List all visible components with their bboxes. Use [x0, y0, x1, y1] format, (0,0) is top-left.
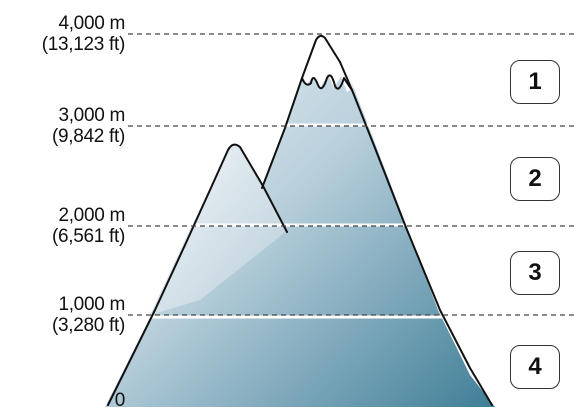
altitude-meters: 1,000 m [58, 294, 125, 315]
zone-3-badge: 3 [510, 251, 560, 295]
zone-2-badge: 2 [510, 157, 560, 201]
altitude-label-3000: 3,000 m (9,842 ft) [52, 105, 125, 147]
altitude-meters: 0 [114, 390, 126, 411]
altitude-feet: (13,123 ft) [41, 34, 126, 55]
zone-1-badge: 1 [510, 60, 560, 104]
altitude-label-0: 0 [114, 390, 126, 411]
altitude-meters: 3,000 m [58, 105, 125, 126]
altitude-label-1000: 1,000 m (3,280 ft) [52, 294, 125, 336]
zone-4-badge: 4 [510, 345, 560, 389]
altitude-label-2000: 2,000 m (6,561 ft) [52, 205, 125, 247]
mountain-outlines [107, 34, 493, 406]
altitude-dashed-lines [128, 33, 577, 316]
altitude-feet: (6,561 ft) [51, 226, 125, 247]
altitude-meters: 4,000 m [58, 13, 125, 34]
secondary-mountain [150, 143, 287, 315]
altitude-feet: (3,280 ft) [51, 315, 125, 336]
altitude-label-4000: 4,000 m (13,123 ft) [41, 13, 126, 55]
altitude-feet: (9,842 ft) [51, 126, 125, 147]
altitude-meters: 2,000 m [58, 205, 125, 226]
main-mountain [105, 34, 495, 407]
altitude-bands [120, 123, 450, 319]
